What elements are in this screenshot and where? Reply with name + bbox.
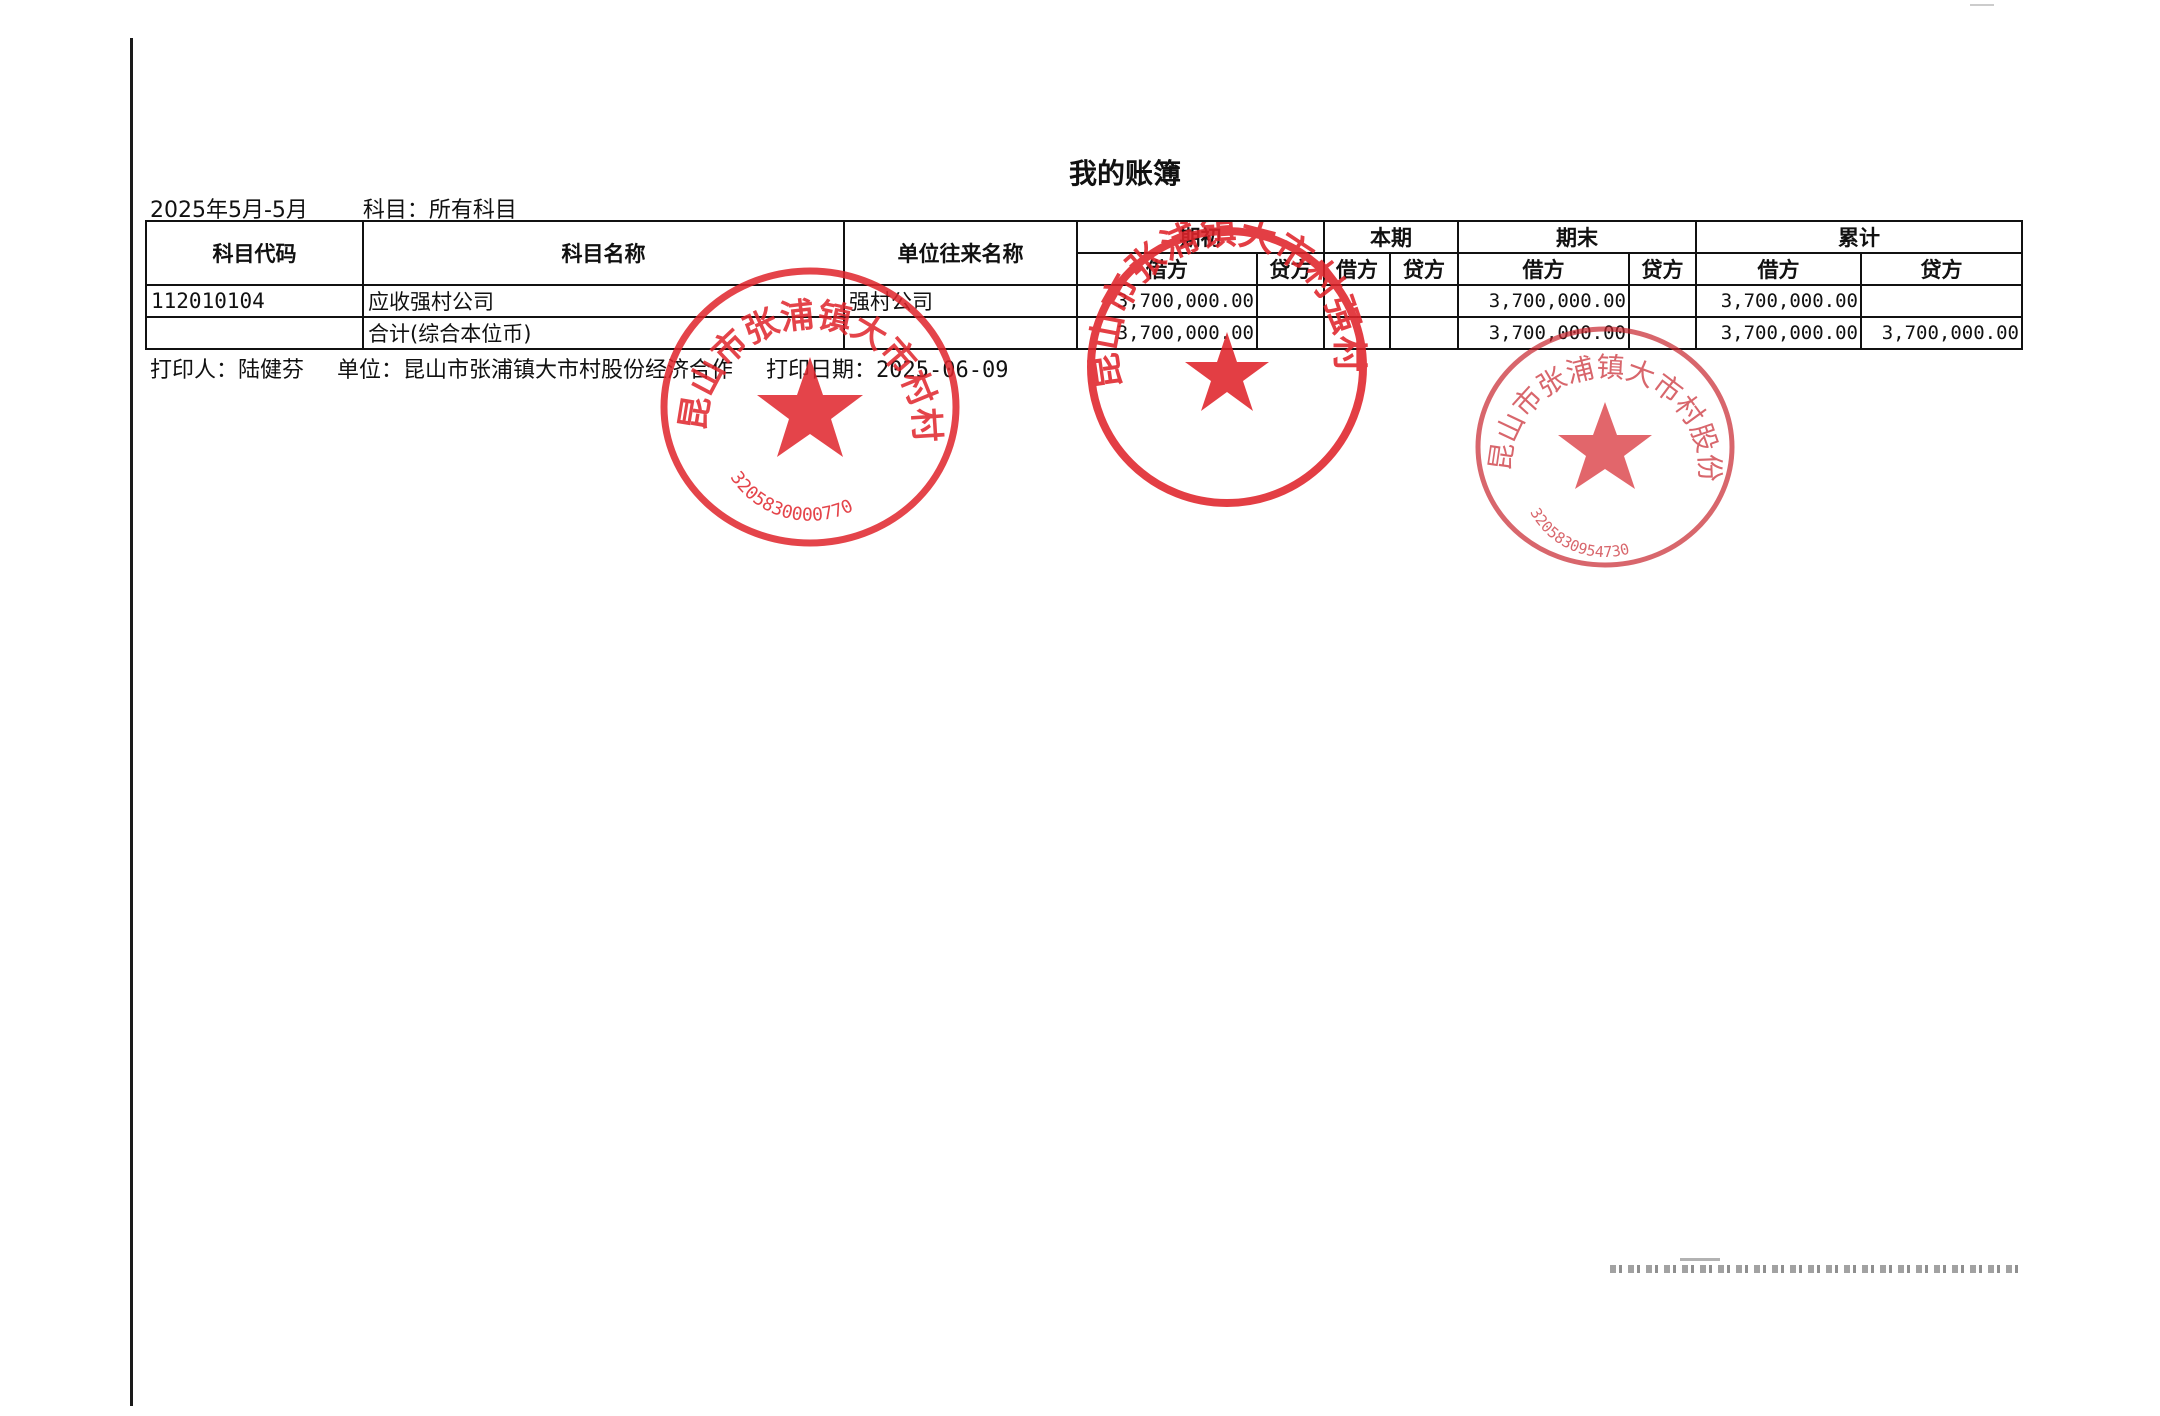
cell-cumulative-debit: 3,700,000.00 bbox=[1695, 316, 1862, 350]
ledger-table: 科目代码 科目名称 单位往来名称 期初 本期 期末 累计 借方 贷方 借方 贷方… bbox=[145, 220, 2023, 350]
col-header-current: 本期 bbox=[1323, 220, 1459, 254]
col-header-opening-debit: 借方 bbox=[1076, 252, 1258, 286]
unit-label: 单位：昆山市张浦镇大市村股份经济合作 bbox=[337, 358, 734, 383]
print-date-label: 打印日期：2025-06-09 bbox=[766, 358, 1009, 383]
cell-opening-credit bbox=[1256, 316, 1325, 350]
col-header-cumulative-credit: 贷方 bbox=[1860, 252, 2023, 286]
cell-opening-credit bbox=[1256, 284, 1325, 318]
cell-counterparty: 强村公司 bbox=[843, 284, 1078, 318]
svg-text:3205830000770: 3205830000770 bbox=[726, 468, 857, 526]
subject-filter-label: 科目：所有科目 bbox=[362, 198, 517, 223]
cell-closing-credit bbox=[1628, 316, 1697, 350]
col-header-code: 科目代码 bbox=[145, 220, 364, 286]
col-header-current-credit: 贷方 bbox=[1389, 252, 1459, 286]
svg-text:3205830954730: 3205830954730 bbox=[1526, 505, 1631, 561]
cell-closing-debit: 3,700,000.00 bbox=[1457, 284, 1630, 318]
col-header-cumulative-debit: 借方 bbox=[1695, 252, 1862, 286]
cell-name: 应收强村公司 bbox=[362, 284, 845, 318]
period-label: 2025年5月-5月 bbox=[150, 198, 308, 223]
scan-corner-mark bbox=[1970, 4, 1994, 6]
cell-current-debit bbox=[1323, 316, 1391, 350]
document-footer: 打印人：陆健芬 单位：昆山市张浦镇大市村股份经济合作 打印日期：2025-06-… bbox=[150, 352, 1008, 384]
scan-noise-dash bbox=[1680, 1258, 1720, 1261]
table-row: 112010104 应收强村公司 强村公司 3,700,000.00 3,700… bbox=[145, 284, 2023, 318]
cell-cumulative-credit: 3,700,000.00 bbox=[1860, 316, 2023, 350]
cell-name: 合计(综合本位币) bbox=[362, 316, 845, 350]
cell-code bbox=[145, 316, 364, 350]
col-header-counterparty: 单位往来名称 bbox=[843, 220, 1078, 286]
cell-code: 112010104 bbox=[145, 284, 364, 318]
cell-cumulative-credit bbox=[1860, 284, 2023, 318]
seal-stamp-right: 昆山市张浦镇大市村股份经济合作社 3205830954730 bbox=[1470, 322, 1740, 572]
col-header-opening-credit: 贷方 bbox=[1256, 252, 1325, 286]
cell-opening-debit: 3,700,000.00 bbox=[1076, 316, 1258, 350]
col-header-cumulative: 累计 bbox=[1695, 220, 2023, 254]
binding-margin-line bbox=[130, 38, 133, 1406]
col-header-name: 科目名称 bbox=[362, 220, 845, 286]
cell-current-credit bbox=[1389, 284, 1459, 318]
document-meta: 2025年5月-5月 科目：所有科目 bbox=[150, 192, 517, 224]
col-header-current-debit: 借方 bbox=[1323, 252, 1391, 286]
col-header-opening: 期初 bbox=[1076, 220, 1325, 254]
seal-right-group: 昆山市张浦镇大市村股份经济合作社 3205830954730 bbox=[1470, 322, 1735, 568]
col-header-closing: 期末 bbox=[1457, 220, 1697, 254]
cell-current-credit bbox=[1389, 316, 1459, 350]
printer-label: 打印人：陆健芬 bbox=[150, 358, 305, 383]
document-title: 我的账簿 bbox=[1068, 157, 1181, 190]
cell-opening-debit: 3,700,000.00 bbox=[1076, 284, 1258, 318]
cell-current-debit bbox=[1323, 284, 1391, 318]
header-row-top: 科目代码 科目名称 单位往来名称 期初 本期 期末 累计 bbox=[145, 220, 2023, 286]
cell-cumulative-debit: 3,700,000.00 bbox=[1695, 284, 1862, 318]
cell-closing-debit: 3,700,000.00 bbox=[1457, 316, 1630, 350]
cell-counterparty bbox=[843, 316, 1078, 350]
cell-closing-credit bbox=[1628, 284, 1697, 318]
table-row-total: 合计(综合本位币) 3,700,000.00 3,700,000.00 3,70… bbox=[145, 316, 2023, 350]
scan-noise-strip bbox=[1610, 1265, 2020, 1273]
seal-left-number: 3205830000770 bbox=[726, 468, 857, 526]
seal-right-number: 3205830954730 bbox=[1526, 505, 1631, 561]
col-header-closing-debit: 借方 bbox=[1457, 252, 1630, 286]
col-header-closing-credit: 贷方 bbox=[1628, 252, 1697, 286]
